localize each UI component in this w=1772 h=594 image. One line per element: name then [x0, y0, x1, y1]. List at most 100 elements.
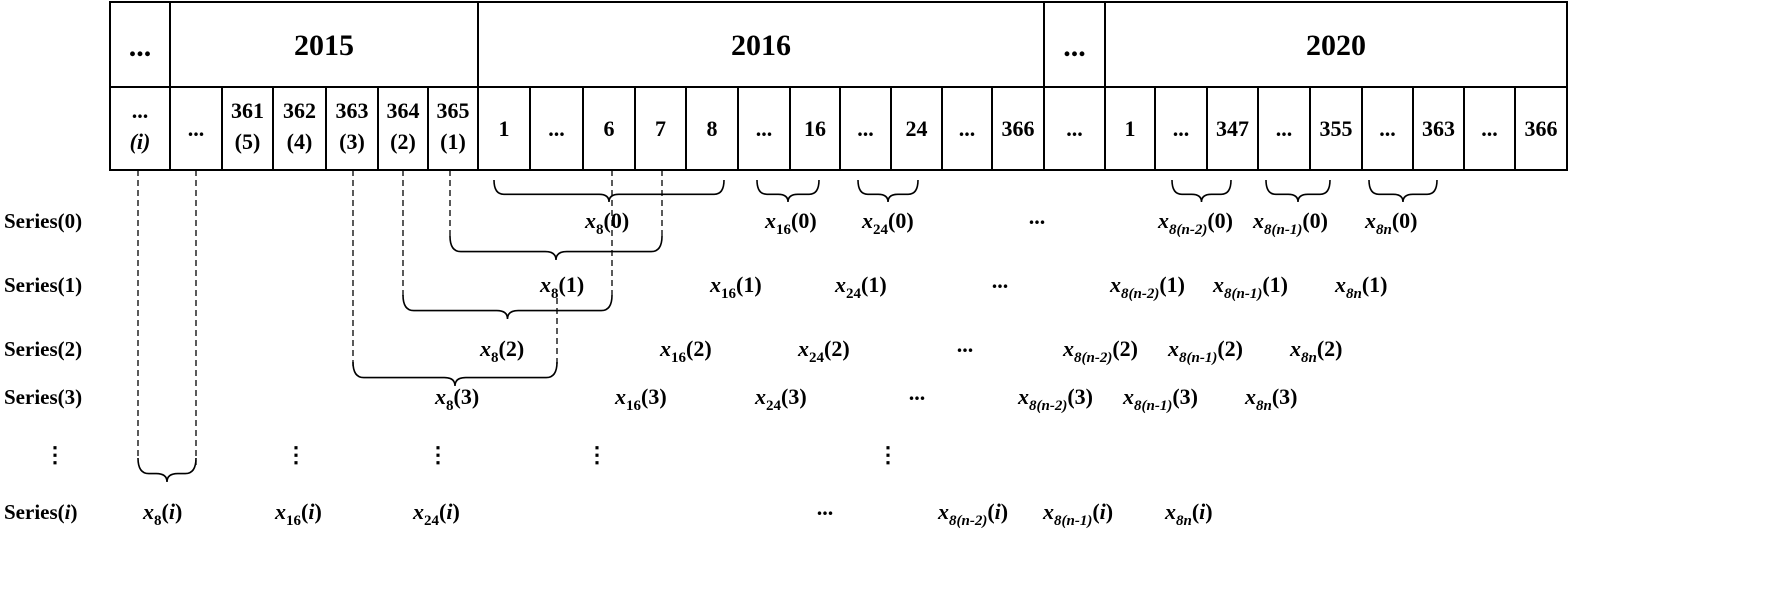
day-cell-6-top: 365 — [437, 98, 470, 123]
value-series-0-0: x8(0) — [584, 208, 629, 238]
day-cell-11: 8 — [707, 116, 718, 141]
window-braces — [137, 179, 1438, 483]
value-series-4-0: x8(i) — [142, 499, 182, 529]
value-series-4-5: x8n(i) — [1164, 499, 1213, 529]
series-label-3: Series(3) — [4, 385, 82, 409]
ellipsis-series-1: ... — [992, 268, 1009, 293]
day-cell-15: 24 — [906, 116, 928, 141]
brace-x8-1 — [449, 235, 663, 261]
year-cell-0: ... — [129, 30, 152, 63]
brace-x8-3 — [352, 361, 558, 387]
ellipsis-series-0: ... — [1029, 204, 1046, 229]
day-cell-20: ... — [1173, 116, 1190, 141]
day-cell-0-top: ... — [132, 98, 149, 123]
value-series-4-2: x24(i) — [412, 499, 460, 529]
value-series-2-5: x8n(2) — [1289, 336, 1343, 366]
day-cell-21: 347 — [1216, 116, 1249, 141]
series-label-2: Series(2) — [4, 337, 82, 361]
value-series-0-3: x8(n-2)(0) — [1157, 208, 1233, 238]
day-cell-3-bottom: (4) — [287, 129, 313, 154]
day-cell-4-top: 363 — [336, 98, 369, 123]
value-series-3-3: x8(n-2)(3) — [1017, 384, 1093, 414]
year-cell-1: 2015 — [294, 29, 354, 62]
value-series-3-2: x24(3) — [754, 384, 807, 414]
brace-x8n-2-0 — [1171, 179, 1232, 203]
ellipsis-series-4: ... — [817, 495, 834, 520]
year-header-row: ... 2015 2016... 2020 — [129, 29, 1366, 63]
day-cell-23: 355 — [1320, 116, 1353, 141]
day-cell-2-top: 361 — [231, 98, 264, 123]
day-cell-6-bottom: (1) — [440, 129, 466, 154]
value-series-2-0: x8(2) — [479, 336, 524, 366]
day-cell-13: 16 — [804, 116, 826, 141]
series-label-5: Series(i) — [4, 500, 78, 524]
brace-x16-0 — [756, 179, 820, 203]
day-cell-27: 366 — [1525, 116, 1558, 141]
brace-x8-2 — [402, 294, 613, 320]
value-series-1-1: x16(1) — [709, 272, 762, 302]
value-series-4-1: x16(i) — [274, 499, 322, 529]
day-cell-25: 363 — [1422, 116, 1455, 141]
day-cell-7: 1 — [499, 116, 510, 141]
vdots-1: ⋮ — [427, 442, 449, 467]
brace-x8-i — [137, 457, 197, 483]
value-series-1-4: x8(n-1)(1) — [1212, 272, 1288, 302]
day-cell-16: ... — [959, 116, 976, 141]
day-cell-22: ... — [1276, 116, 1293, 141]
value-series-4-3: x8(n-2)(i) — [937, 499, 1008, 529]
day-cell-3-top: 362 — [283, 98, 316, 123]
series-label-1: Series(1) — [4, 273, 82, 297]
value-series-1-0: x8(1) — [539, 272, 584, 302]
year-cell-3: ... — [1063, 30, 1086, 63]
day-cell-2-bottom: (5) — [235, 129, 261, 154]
day-cell-14: ... — [857, 116, 874, 141]
day-cell-12: ... — [756, 116, 773, 141]
day-cell-24: ... — [1379, 116, 1396, 141]
day-cell-0-bottom: (i) — [130, 129, 151, 154]
day-cell-9: 6 — [604, 116, 615, 141]
value-series-3-1: x16(3) — [614, 384, 667, 414]
series-label-0: Series(0) — [4, 209, 82, 233]
day-cell-26: ... — [1481, 116, 1498, 141]
value-series-1-5: x8n(1) — [1334, 272, 1388, 302]
value-series-0-4: x8(n-1)(0) — [1252, 208, 1328, 238]
day-cell-8: ... — [548, 116, 565, 141]
ellipsis-series-3: ... — [909, 380, 926, 405]
series-label-4: ⋮ — [44, 442, 66, 467]
day-cell-17: 366 — [1002, 116, 1035, 141]
brace-x8n-0 — [1368, 179, 1438, 203]
vdots-0: ⋮ — [285, 442, 307, 467]
value-series-2-3: x8(n-2)(2) — [1062, 336, 1138, 366]
value-series-3-5: x8n(3) — [1244, 384, 1298, 414]
value-series-2-1: x16(2) — [659, 336, 712, 366]
brace-x24-0 — [857, 179, 919, 203]
day-cell-19: 1 — [1125, 116, 1136, 141]
day-cell-1: ... — [188, 116, 205, 141]
vdots-2: ⋮ — [586, 442, 608, 467]
brace-x8n-1-0 — [1265, 179, 1331, 203]
dashed-guides — [137, 170, 663, 465]
value-series-0-2: x24(0) — [861, 208, 914, 238]
vdots-3: ⋮ — [877, 442, 899, 467]
value-series-3-4: x8(n-1)(3) — [1122, 384, 1198, 414]
value-series-3-0: x8(3) — [434, 384, 479, 414]
value-series-1-2: x24(1) — [834, 272, 887, 302]
year-cell-2: 2016 — [731, 29, 791, 62]
value-series-2-2: x24(2) — [797, 336, 850, 366]
value-series-2-4: x8(n-1)(2) — [1167, 336, 1243, 366]
day-row: ... (i)... 361 (5) 362 (4) 363 (3) 364 (2) 365 (1) 1… — [130, 98, 1558, 154]
value-series-0-1: x16(0) — [764, 208, 817, 238]
value-series-4-4: x8(n-1)(i) — [1042, 499, 1113, 529]
year-cell-4: 2020 — [1306, 29, 1366, 62]
day-cell-10: 7 — [655, 116, 666, 141]
brace-x8-0 — [493, 179, 725, 203]
ellipsis-series-2: ... — [957, 332, 974, 357]
value-series-0-5: x8n(0) — [1364, 208, 1418, 238]
day-cell-4-bottom: (3) — [339, 129, 365, 154]
series-values: x8(0) x16(0) x24(0) x8(n-2)(0) x8(n-1)(0) x8n… — [142, 204, 1418, 529]
day-cell-5-top: 364 — [387, 98, 420, 123]
calendar-grid — [109, 1, 1568, 171]
day-cell-18: ... — [1066, 116, 1083, 141]
day-cell-5-bottom: (2) — [390, 129, 416, 154]
